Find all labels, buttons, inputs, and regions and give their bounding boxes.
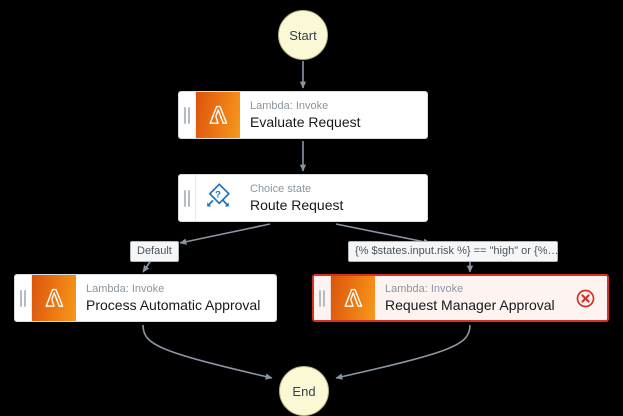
state-title-label: Evaluate Request xyxy=(250,114,361,130)
state-node-route-request[interactable]: ? Choice state Route Request xyxy=(178,174,428,222)
state-title-label: Process Automatic Approval xyxy=(86,297,261,313)
state-node-process-automatic-approval[interactable]: Lambda: Invoke Process Automatic Approva… xyxy=(14,274,277,322)
state-kind-label: Lambda: Invoke xyxy=(250,100,329,112)
edge-process-to-end xyxy=(142,324,273,380)
state-kind-label: Lambda: Invoke xyxy=(86,283,165,295)
state-title-label: Request Manager Approval xyxy=(385,297,555,313)
state-node-evaluate-request[interactable]: Lambda: Invoke Evaluate Request xyxy=(178,91,428,139)
lambda-icon xyxy=(32,275,76,321)
state-title-label: Route Request xyxy=(250,197,344,213)
start-node-label: Start xyxy=(289,27,317,43)
state-node-request-manager-approval[interactable]: Lambda: Invoke Request Manager Approval xyxy=(312,274,609,322)
edge-label-text: {% $states.input.risk %} == "high" or {%… xyxy=(355,245,558,257)
edge-label-risk-condition[interactable]: {% $states.input.risk %} == "high" or {%… xyxy=(348,241,558,262)
edge-manager-to-end xyxy=(335,324,471,380)
error-badge[interactable] xyxy=(576,276,607,320)
edge-label-text: Default xyxy=(137,245,172,257)
state-kind-label: Lambda: Invoke xyxy=(385,283,464,295)
start-node[interactable]: Start xyxy=(278,10,328,60)
choice-state-icon: ? xyxy=(196,175,240,221)
edge-route-to-default xyxy=(179,223,271,245)
drag-handle[interactable] xyxy=(179,92,196,138)
end-node-label: End xyxy=(292,383,316,399)
edge-label-default[interactable]: Default xyxy=(130,241,179,262)
lambda-icon xyxy=(331,276,375,320)
drag-handle[interactable] xyxy=(314,276,331,320)
state-kind-label: Choice state xyxy=(250,183,312,195)
svg-text:?: ? xyxy=(215,190,221,201)
error-icon xyxy=(576,289,595,307)
drag-handle[interactable] xyxy=(15,275,32,321)
drag-handle[interactable] xyxy=(179,175,196,221)
lambda-icon xyxy=(196,92,240,138)
end-node[interactable]: End xyxy=(279,366,329,416)
